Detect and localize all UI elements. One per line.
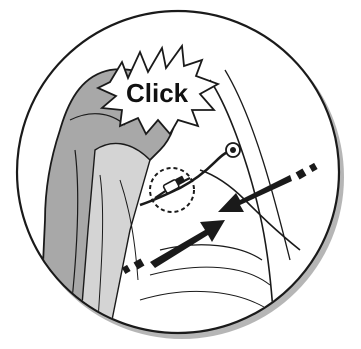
click-label: Click [126,78,189,108]
